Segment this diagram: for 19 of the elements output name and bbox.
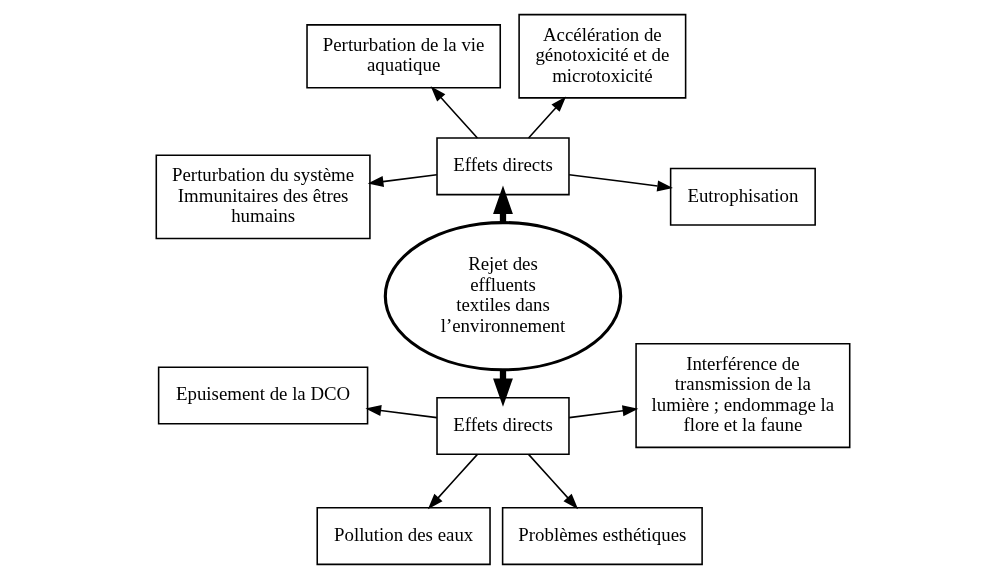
node-box: Epuisement de la DCO xyxy=(157,366,369,425)
arrow xyxy=(365,405,438,419)
arrow xyxy=(527,453,579,510)
node-box: Effets directs xyxy=(436,137,570,196)
node-box: Pollution des eaux xyxy=(316,507,491,566)
arrow xyxy=(568,405,639,419)
node-box: Problèmes esthétiques xyxy=(501,507,703,566)
node-box: Perturbation de la vie aquatique xyxy=(306,24,502,89)
node-box: Perturbation du système Immunitaires des êtres humains xyxy=(155,154,371,240)
arrow xyxy=(367,173,438,187)
node-box: Interférence de transmission de la lumière ; endommage la flore et la faune xyxy=(635,342,851,449)
node-ellipse: Rejet des effluents textiles dans l’environnement xyxy=(383,221,623,372)
node-box: Accélération de génotoxicité et de microtoxicité xyxy=(518,13,687,99)
node-box: Effets directs xyxy=(436,396,570,456)
node-box: Eutrophisation xyxy=(669,167,816,226)
arrow xyxy=(527,96,567,139)
arrow xyxy=(427,453,479,510)
arrow xyxy=(430,86,479,139)
arrow xyxy=(568,173,673,192)
